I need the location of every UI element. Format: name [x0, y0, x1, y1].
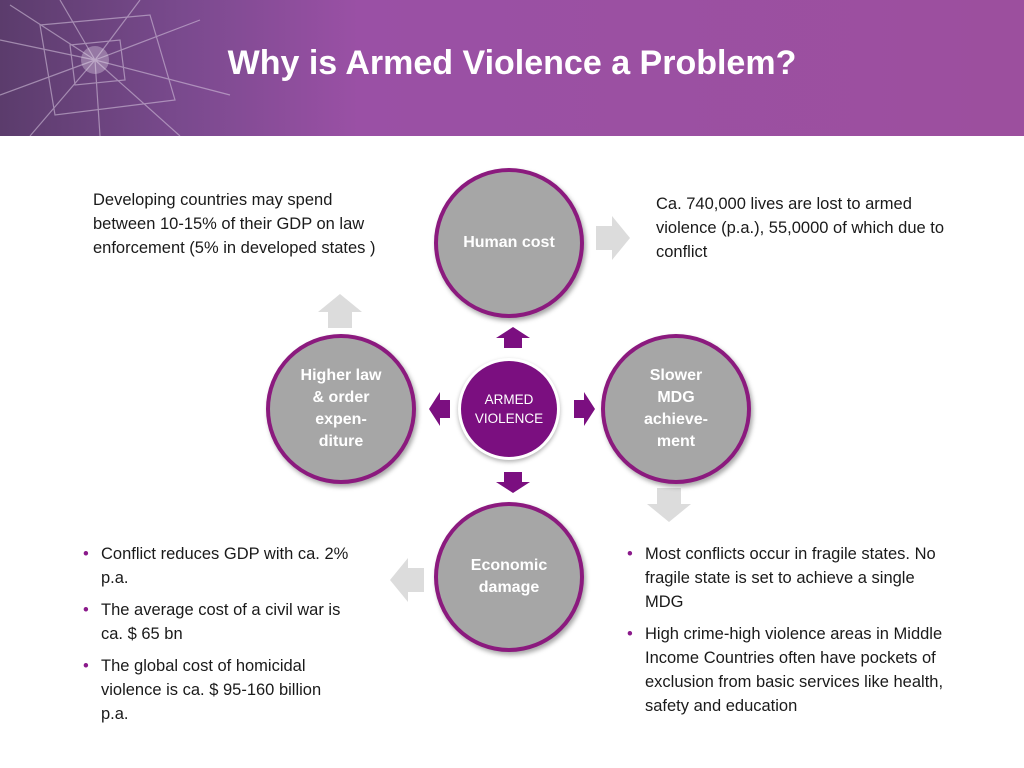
- gray-arrow-up-icon: [318, 294, 362, 328]
- shattered-glass-decoration: [0, 0, 231, 136]
- higher-law-node: Higher law & order expen- diture: [266, 334, 416, 484]
- header-banner: Why is Armed Violence a Problem?: [0, 0, 1024, 136]
- list-item: Conflict reduces GDP with ca. 2% p.a.: [83, 542, 353, 590]
- list-item: Most conflicts occur in fragile states. …: [627, 542, 947, 614]
- economic-damage-node: Economic damage: [434, 502, 584, 652]
- higher-law-line2: & order: [312, 389, 370, 406]
- gray-arrow-down-icon: [647, 488, 691, 522]
- center-line1: ARMED: [484, 392, 534, 407]
- purple-arrow-left-icon: [429, 392, 450, 426]
- slide-title: Why is Armed Violence a Problem?: [227, 44, 797, 82]
- mdg-bullets-list: Most conflicts occur in fragile states. …: [627, 542, 947, 726]
- slower-mdg-line1: Slower: [649, 367, 703, 384]
- lives-lost-note: Ca. 740,000 lives are lost to armed viol…: [656, 195, 945, 261]
- human-cost-node: Human cost: [434, 168, 584, 318]
- law-enforcement-note: Developing countries may spend between 1…: [93, 191, 376, 257]
- slower-mdg-line3: achieve-: [643, 411, 709, 428]
- human-cost-label: Human cost: [463, 234, 555, 251]
- economic-bullets-list: Conflict reduces GDP with ca. 2% p.a. Th…: [83, 542, 353, 734]
- list-item: High crime-high violence areas in Middle…: [627, 622, 947, 718]
- slower-mdg-line2: MDG: [657, 389, 695, 406]
- higher-law-line4: diture: [318, 433, 364, 450]
- higher-law-line1: Higher law: [300, 367, 382, 384]
- center-line2: VIOLENCE: [474, 411, 544, 426]
- gray-arrow-right-icon: [596, 216, 630, 260]
- economic-damage-line2: damage: [478, 579, 540, 596]
- economic-damage-line1: Economic: [470, 557, 548, 574]
- gray-arrow-left-icon: [390, 558, 424, 602]
- slower-mdg-line4: ment: [656, 433, 696, 450]
- purple-arrow-down-icon: [496, 472, 530, 493]
- purple-arrow-up-icon: [496, 327, 530, 348]
- slower-mdg-node: Slower MDG achieve- ment: [601, 334, 751, 484]
- list-item: The global cost of homicidal violence is…: [83, 654, 353, 726]
- higher-law-line3: expen-: [315, 411, 367, 428]
- armed-violence-center-node: ARMED VIOLENCE: [458, 358, 560, 460]
- purple-arrow-right-icon: [574, 392, 595, 426]
- list-item: The average cost of a civil war is ca. $…: [83, 598, 353, 646]
